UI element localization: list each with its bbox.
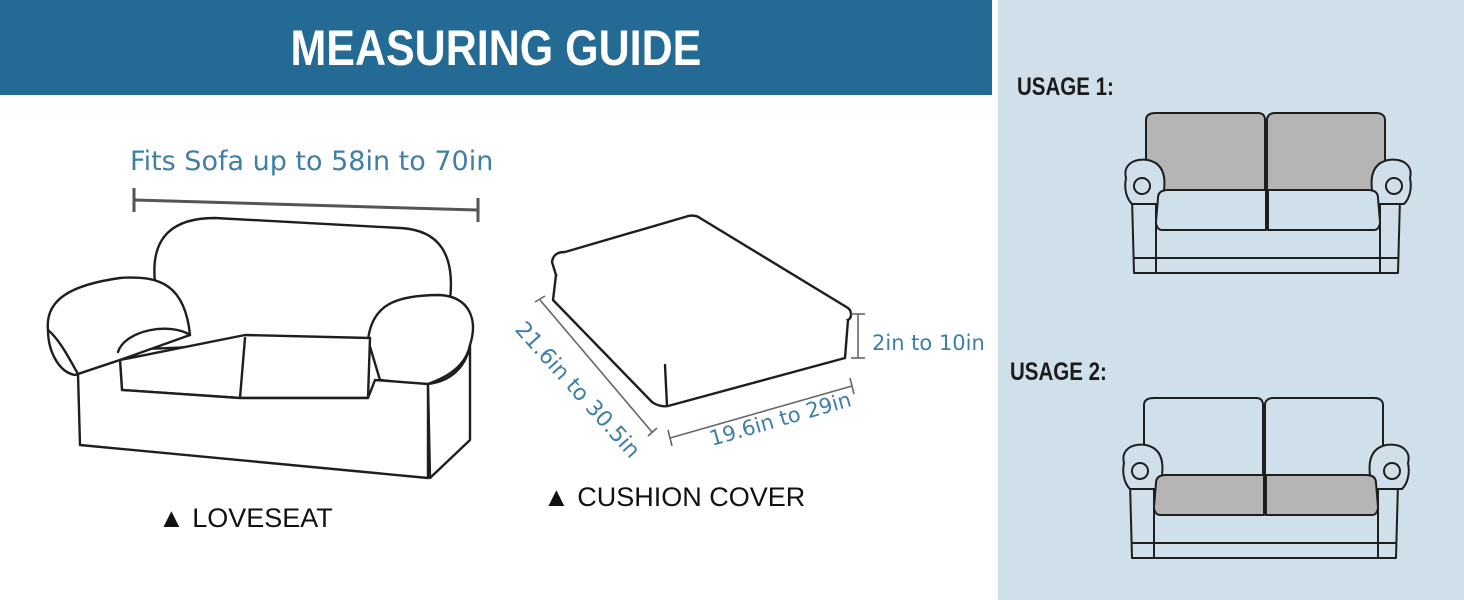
loveseat-drawing bbox=[46, 216, 475, 480]
header-banner: MEASURING GUIDE bbox=[0, 0, 992, 95]
cushion-drawing bbox=[550, 214, 853, 408]
sofa-width-dimension-line bbox=[132, 188, 480, 222]
page-title: MEASURING GUIDE bbox=[290, 19, 702, 76]
measuring-diagram: Fits Sofa up to 58in to 70in 21.6in t bbox=[46, 146, 985, 480]
cushion-width-dimension bbox=[667, 377, 855, 447]
cushion-height-dimension bbox=[851, 313, 865, 359]
usage-2-seat-cushion-left bbox=[1153, 474, 1265, 516]
usage-2-label: USAGE 2: bbox=[1010, 358, 1107, 386]
loveseat-caption: ▲ LOVESEAT bbox=[158, 503, 333, 533]
cushion-length-dimension bbox=[534, 295, 658, 437]
cushion-caption: ▲ CUSHION COVER bbox=[543, 482, 806, 512]
sofa-width-label: Fits Sofa up to 58in to 70in bbox=[130, 146, 493, 177]
usage-1-sofa-illustration bbox=[1124, 112, 1412, 274]
usage-2-sofa-illustration bbox=[1122, 397, 1410, 559]
usage-1-label: USAGE 1: bbox=[1017, 73, 1114, 101]
cushion-height-label: 2in to 10in bbox=[872, 331, 985, 355]
usage-2-seat-cushion-right bbox=[1265, 474, 1379, 516]
cushion-width-label: 19.6in to 29in bbox=[707, 387, 854, 450]
usage-1-back-cushion-right bbox=[1266, 112, 1386, 194]
usage-1-back-cushion-left bbox=[1145, 112, 1266, 194]
